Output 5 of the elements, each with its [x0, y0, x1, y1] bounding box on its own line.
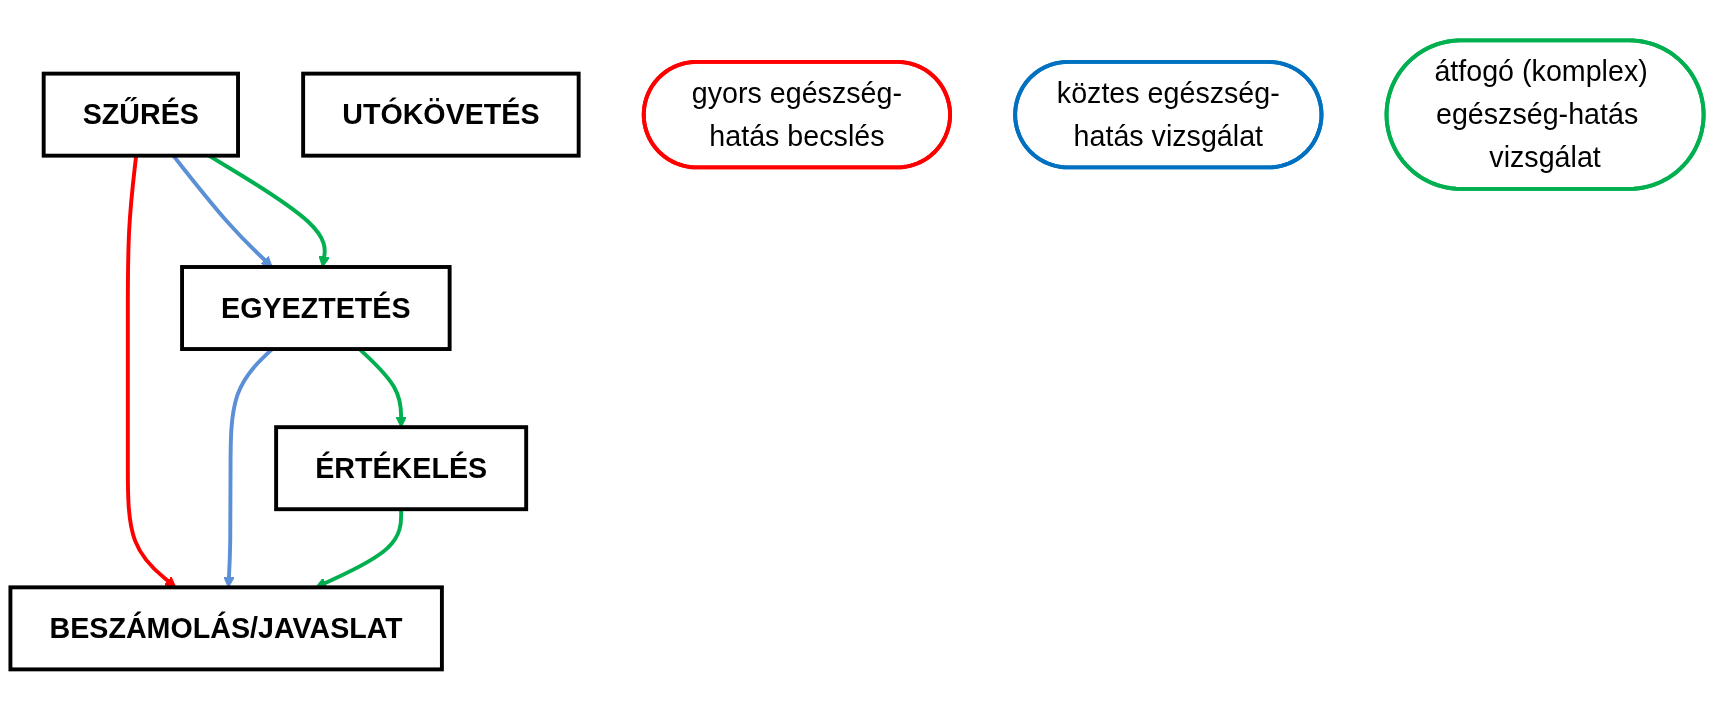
node-box: SZŰRÉS	[41, 71, 240, 158]
node-box: ÉRTÉKELÉS	[274, 424, 529, 511]
node-box: BESZÁMOLÁS/JAVASLAT	[8, 584, 444, 671]
node-box: EGYEZTETÉS	[180, 264, 452, 351]
node-box: UTÓKÖVETÉS	[301, 71, 581, 158]
